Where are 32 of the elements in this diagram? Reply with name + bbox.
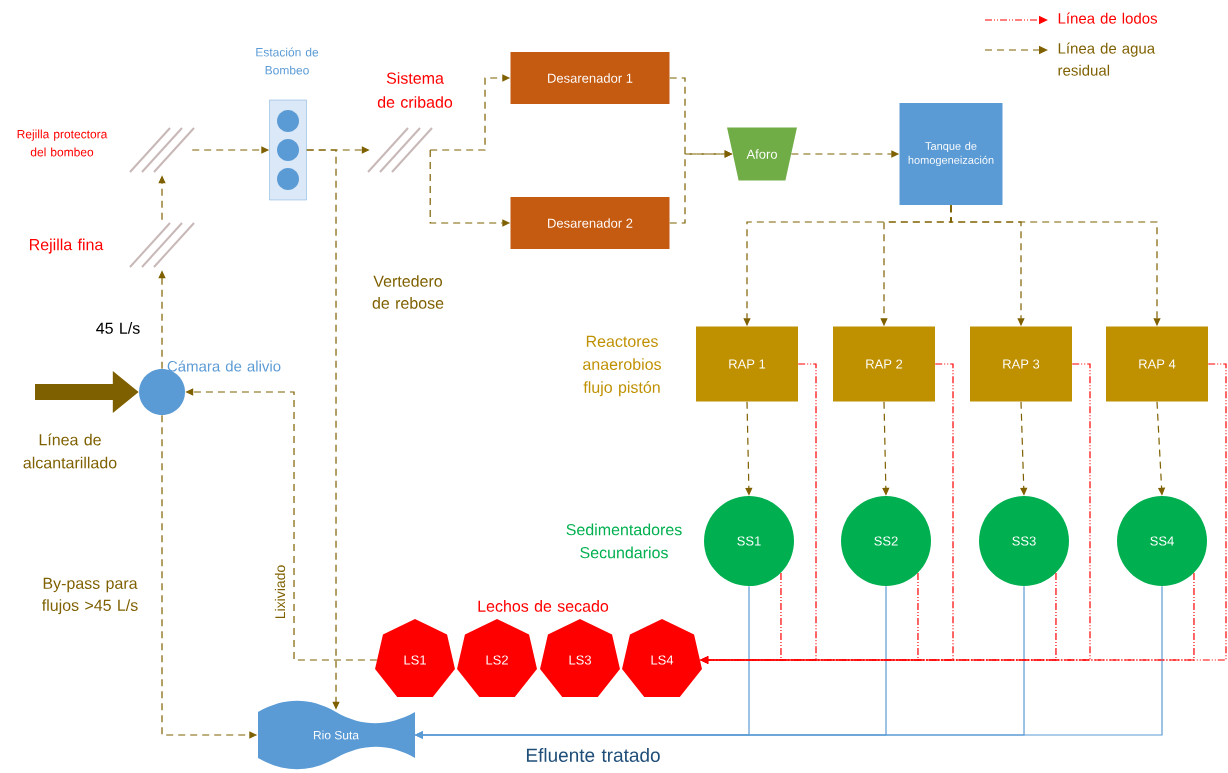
screen-drawing bbox=[129, 222, 195, 268]
reactor-box: RAP 2 bbox=[833, 326, 935, 402]
heptagon: LS2 bbox=[457, 619, 537, 697]
heptagon: LS4 bbox=[622, 619, 702, 697]
edge-label: By-pass para flujos >45 L/s bbox=[42, 577, 138, 615]
reactor-box: RAP 3 bbox=[970, 326, 1072, 402]
heptagon: LS1 bbox=[375, 619, 455, 697]
label: Sedimentadores Secundarios bbox=[566, 523, 682, 559]
node-label: Estación de Bombeo bbox=[256, 47, 319, 75]
label: Línea de alcantarillado bbox=[23, 433, 117, 469]
reactor-box: RAP 1 bbox=[696, 326, 798, 402]
node-label: Sistema de cribado bbox=[377, 72, 453, 108]
heptagon: LS3 bbox=[540, 619, 620, 697]
legend-text: Línea de agua residual bbox=[1058, 42, 1156, 76]
label: Efluente tratado bbox=[526, 748, 660, 762]
edge-label: 45 L/s bbox=[96, 322, 140, 334]
pump-station-box bbox=[269, 99, 307, 201]
process-box: Desarenador 2 bbox=[510, 197, 670, 249]
process-box: Tanque de homogeneización bbox=[899, 103, 1003, 205]
process-box: Desarenador 1 bbox=[510, 52, 670, 104]
trapezoid-box: Aforo bbox=[727, 127, 797, 181]
edge-label: Lixiviado bbox=[274, 565, 286, 619]
legend-text: Línea de lodos bbox=[1058, 12, 1158, 24]
edge-label: Vertedero de rebose bbox=[372, 275, 444, 309]
reactor-box: RAP 4 bbox=[1106, 326, 1208, 402]
node-label: Cámara de alivio bbox=[167, 360, 281, 372]
label: Reactores anaerobios flujo pistón bbox=[583, 335, 661, 397]
screen-drawing bbox=[129, 127, 195, 173]
node-label: Rejilla protectora del bombeo bbox=[17, 129, 108, 157]
screen-drawing bbox=[367, 127, 433, 173]
node-label: Rejilla fina bbox=[30, 238, 104, 254]
label: Lechos de secado bbox=[478, 600, 609, 612]
